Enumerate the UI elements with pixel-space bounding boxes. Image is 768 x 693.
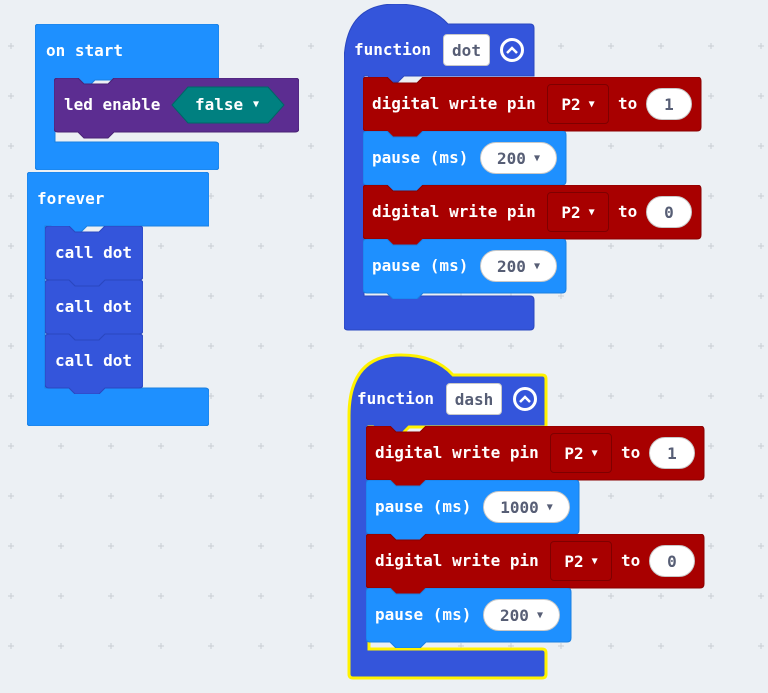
pin-value: P2 [561,202,581,222]
function-name-field[interactable]: dash [446,383,502,415]
call-dot-label: call dot [55,243,133,262]
pause-ms-dropdown[interactable]: 200 ▼ [483,599,560,631]
digital-write-label: digital write pin [375,551,539,570]
function-keyword: function [357,389,435,408]
pin-dropdown[interactable]: P2 ▼ [550,433,612,473]
chevron-down-icon: ▼ [591,447,598,459]
to-label: to [621,551,641,570]
digital-write-shape [363,185,702,245]
chevron-down-icon: ▼ [536,609,543,621]
digital-write-shape [366,534,705,594]
chevron-down-icon: ▼ [588,206,595,218]
pause-ms-value: 200 [500,605,529,625]
chevron-up-circle-icon[interactable] [513,387,537,411]
pause-label: pause (ms) [375,497,472,516]
pin-dropdown[interactable]: P2 ▼ [547,192,609,232]
chevron-down-icon: ▼ [588,98,595,110]
chevron-up-circle-icon[interactable] [500,38,524,62]
call-dot-label: call dot [55,351,133,370]
pause-ms-dropdown[interactable]: 1000 ▼ [483,491,570,523]
led-enable-label: led enable [64,95,161,114]
chevron-down-icon: ▼ [533,152,540,164]
pause-label: pause (ms) [372,148,469,167]
pin-dropdown[interactable]: P2 ▼ [547,84,609,124]
call-dot-label: call dot [55,297,133,316]
call-block-shape [45,334,143,394]
chevron-down-icon: ▼ [546,501,553,513]
forever-label: forever [37,189,105,208]
pause-label: pause (ms) [375,605,472,624]
pin-value-input[interactable]: 1 [646,88,692,120]
digital-write-shape [363,77,702,137]
pin-value-input[interactable]: 1 [649,437,695,469]
pin-value-input[interactable]: 0 [649,545,695,577]
pin-value-input[interactable]: 0 [646,196,692,228]
on-start-label: on start [46,41,124,60]
digital-write-shape [366,426,705,486]
pause-label: pause (ms) [372,256,469,275]
function-dot-shape [344,4,535,331]
chevron-down-icon: ▼ [533,260,540,272]
pause-ms-value: 200 [497,148,526,168]
pin-value: P2 [564,443,584,463]
led-enable-value[interactable]: false [195,95,244,114]
digital-write-label: digital write pin [372,202,536,221]
pause-ms-dropdown[interactable]: 200 ▼ [480,142,557,174]
to-label: to [618,94,638,113]
pin-dropdown[interactable]: P2 ▼ [550,541,612,581]
function-keyword: function [354,40,432,59]
chevron-down-icon: ▼ [591,555,598,567]
pin-value: P2 [564,551,584,571]
led-enable-shape [54,78,299,139]
pause-ms-value: 200 [497,256,526,276]
function-name-field[interactable]: dot [443,34,490,66]
to-label: to [618,202,638,221]
pause-ms-dropdown[interactable]: 200 ▼ [480,250,557,282]
digital-write-label: digital write pin [372,94,536,113]
digital-write-label: digital write pin [375,443,539,462]
chevron-down-icon[interactable]: ▼ [253,99,260,110]
to-label: to [621,443,641,462]
pin-value: P2 [561,94,581,114]
pause-ms-value: 1000 [500,497,539,517]
